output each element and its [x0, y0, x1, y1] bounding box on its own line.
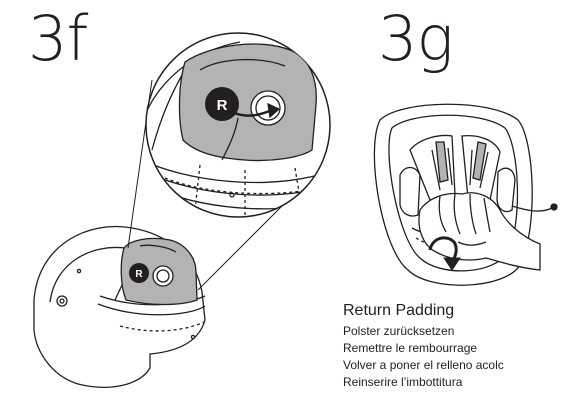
caption-block: Return Padding Polster zurücksetzen Reme… — [343, 301, 567, 391]
small-r-badge-label: R — [135, 269, 143, 280]
zoom-cheek-pad — [179, 44, 316, 161]
zoom-r-badge-label: R — [217, 97, 228, 114]
caption-line-es: Volver a poner el relleno acolc — [343, 357, 567, 374]
helmet-rim — [50, 247, 127, 302]
visor-pivot — [57, 296, 67, 306]
zoom-detail-circle — [145, 33, 335, 217]
small-r-badge: R — [129, 263, 149, 283]
caption-line-de: Polster zurücksetzen — [343, 323, 567, 340]
helmet-illustration-3f — [34, 227, 205, 388]
hand — [419, 193, 540, 270]
caption-line-fr: Remettre le rembourrage — [343, 340, 567, 357]
caption-line-it: Reinserire l’imbottitura — [343, 374, 567, 391]
zoom-r-badge: R — [205, 87, 239, 121]
caption-title: Return Padding — [343, 301, 567, 321]
helmet-interior-illustration-3g — [374, 104, 557, 285]
rotate-down-arrow-icon — [444, 258, 460, 270]
